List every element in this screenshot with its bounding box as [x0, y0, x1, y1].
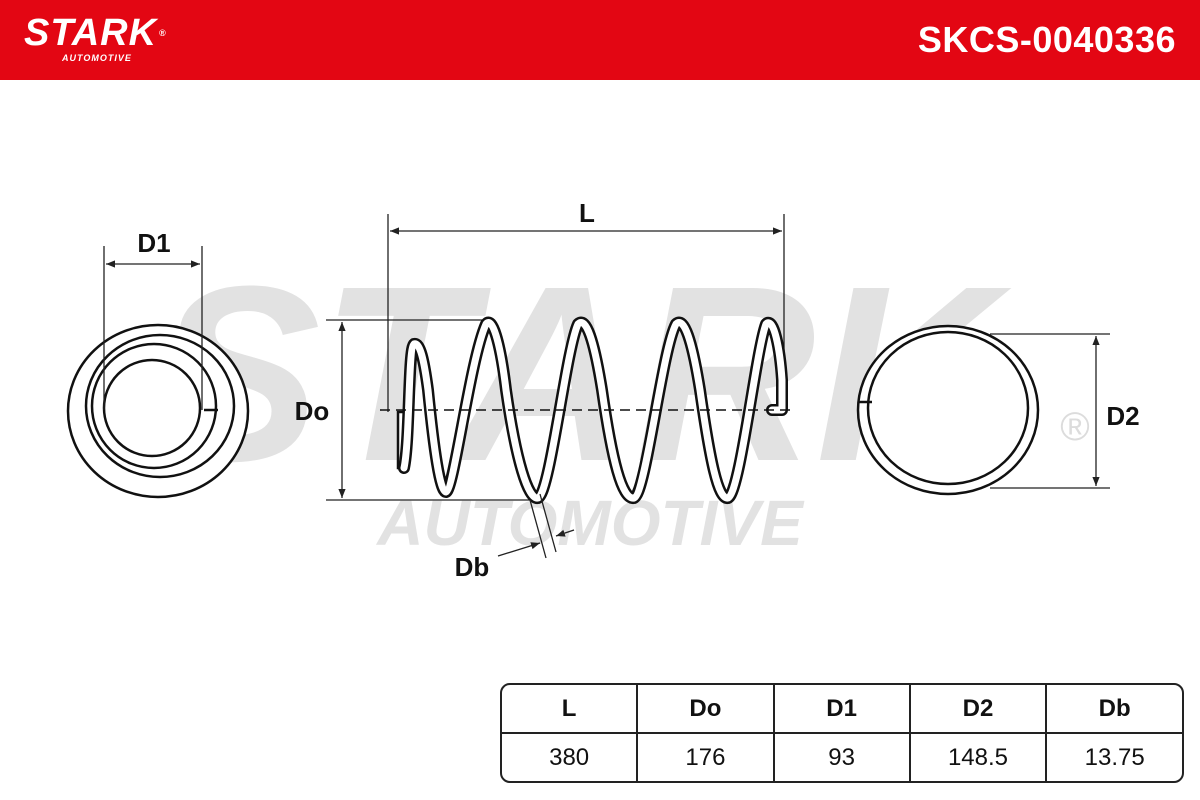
spec-value-db: 13.75 [1045, 734, 1182, 781]
brand-name: STARK [24, 12, 158, 54]
spec-header-d2: D2 [908, 685, 1046, 734]
spec-value-d1: 93 [772, 734, 909, 781]
end-view-left-outer-ring [66, 323, 250, 499]
end-view-left-coil-ring-1 [84, 333, 236, 479]
end-view-right-outer-ring [856, 324, 1040, 496]
dimension-db [497, 493, 575, 559]
label-db: Db [455, 552, 490, 582]
spec-table: L Do D1 D2 Db 380 176 93 148.5 13.75 [500, 683, 1184, 783]
watermark-registered-mark: ® [1060, 405, 1089, 449]
label-do: Do [295, 396, 330, 426]
spec-header-l: L [502, 685, 637, 734]
spec-value-do: 176 [636, 734, 772, 781]
end-view-right-inner-ring [866, 330, 1030, 486]
spec-header-d1: D1 [772, 685, 909, 734]
brand-registered-mark: ® [159, 28, 167, 38]
part-number: SKCS-0040336 [917, 19, 1176, 60]
label-d2: D2 [1106, 401, 1139, 431]
spec-value-d2: 148.5 [908, 734, 1046, 781]
spec-header-db: Db [1045, 685, 1182, 734]
dimension-d1 [103, 246, 203, 410]
spec-value-l: 380 [549, 743, 590, 771]
spring-technical-drawing: STARK AUTOMOTIVE ® D1 L Do [66, 198, 1140, 582]
spec-table-header-row: L Do D1 D2 Db [502, 685, 1182, 734]
dimension-do [326, 319, 540, 501]
spec-header-do: Do [636, 685, 773, 734]
end-view-right [856, 324, 1040, 496]
watermark-subtitle: AUTOMOTIVE [375, 487, 805, 559]
label-l: L [579, 198, 595, 228]
brand-logo: STARK® AUTOMOTIVE [24, 14, 167, 63]
end-view-left-coil-ring-2 [90, 342, 218, 470]
header-bar: STARK® AUTOMOTIVE SKCS-0040336 [0, 0, 1200, 80]
end-view-left [66, 323, 250, 499]
dimension-d2 [990, 333, 1110, 489]
spring-coil [396, 316, 788, 504]
brand-subtitle: AUTOMOTIVE [62, 53, 132, 63]
label-d1: D1 [137, 228, 170, 258]
spec-table-value-row: 380 176 93 148.5 13.75 [502, 734, 1182, 781]
